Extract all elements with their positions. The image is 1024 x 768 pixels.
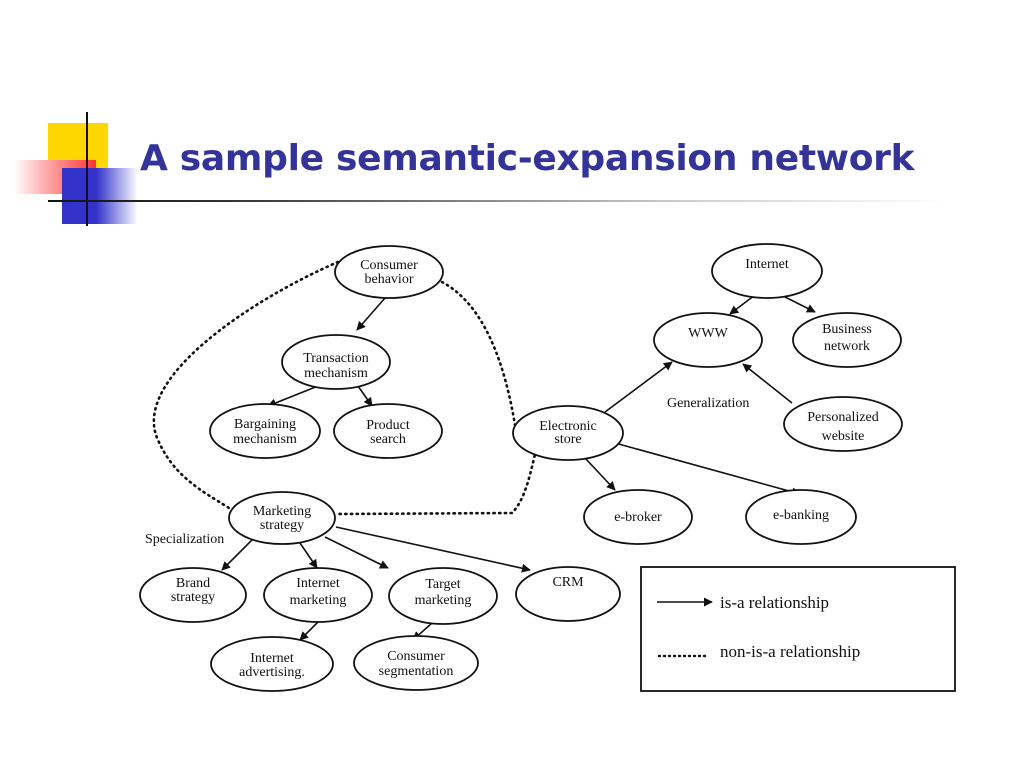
- node-label-line: Consumer: [360, 258, 418, 273]
- node-product-search: Product search: [333, 403, 443, 459]
- edge-internet-www: [729, 294, 756, 315]
- node-consumer-segmentation: Consumer segmentation: [353, 635, 479, 691]
- legend-non-is-a-text: non-is-a relationship: [720, 642, 860, 661]
- node-label-line: Internet: [745, 257, 789, 272]
- node-label-line: Target: [425, 577, 460, 592]
- node-label-line: Brand: [176, 576, 210, 591]
- node-business-network: Business network: [792, 312, 902, 368]
- node-label-line: WWW: [688, 326, 728, 341]
- edge-transaction-bargaining: [267, 385, 319, 408]
- edge-transaction-product: [357, 385, 373, 407]
- node-label-line: CRM: [552, 575, 584, 590]
- edge-internet-business: [784, 296, 816, 313]
- edge-marketing-internet-marketing: [299, 542, 318, 569]
- legend-is-a-text: is-a relationship: [720, 593, 829, 612]
- node-label-line: Marketing: [253, 504, 311, 519]
- edge-marketing-target: [324, 536, 389, 569]
- node-e-banking: e-banking: [745, 489, 857, 545]
- node-brand-strategy: Brand strategy: [139, 567, 247, 623]
- node-label-line: store: [554, 432, 581, 447]
- generalization-label: Generalization: [667, 396, 749, 411]
- node-www: WWW: [653, 312, 763, 368]
- slide-title: A sample semantic-expansion network: [140, 138, 915, 179]
- node-label-line: Electronic: [539, 419, 597, 434]
- node-label-line: Personalized: [807, 410, 879, 425]
- node-bargaining-mechanism: Bargaining mechanism: [209, 403, 321, 459]
- edge-electronic-www: [604, 361, 673, 413]
- node-internet-advertising: Internet advertising.: [210, 636, 334, 692]
- node-label-line: marketing: [290, 593, 347, 608]
- specialization-label: Specialization: [145, 532, 224, 547]
- deco-blue-block: [62, 168, 138, 224]
- node-internet: Internet: [711, 243, 823, 299]
- edge-consumer-transaction: [356, 297, 386, 331]
- node-target-marketing: Target marketing: [388, 567, 498, 625]
- node-crm: CRM: [515, 566, 621, 622]
- node-marketing-strategy: Marketing strategy: [228, 491, 336, 545]
- deco-vertical-line: [86, 112, 88, 226]
- node-label-line: e-banking: [773, 508, 829, 523]
- node-label-line: Business: [822, 322, 872, 337]
- legend: is-a relationship non-is-a relationship: [640, 566, 956, 692]
- node-label-line: strategy: [260, 518, 304, 533]
- node-e-broker: e-broker: [583, 489, 693, 545]
- node-label-line: network: [824, 339, 870, 354]
- node-label-line: Internet: [296, 576, 340, 591]
- edge-dotted-electronic-marketing: [334, 448, 538, 516]
- node-label-line: Transaction: [303, 351, 369, 366]
- node-label-line: Internet: [250, 651, 294, 666]
- edge-dotted-consumer-electronic: [440, 280, 517, 427]
- edge-dotted-consumer-marketing-left: [152, 260, 340, 512]
- node-label-line: website: [822, 429, 865, 444]
- node-internet-marketing: Internet marketing: [263, 567, 373, 623]
- node-label-line: mechanism: [233, 432, 297, 447]
- edge-electronic-ebanking: [614, 442, 801, 497]
- node-label-line: Product: [366, 418, 410, 433]
- legend-box: [640, 566, 956, 692]
- title-underline: [48, 200, 948, 202]
- node-consumer-behavior: Consumer behavior: [334, 245, 444, 299]
- node-label-line: Consumer: [387, 649, 445, 664]
- node-label-line: strategy: [171, 590, 215, 605]
- node-label-line: e-broker: [614, 510, 662, 525]
- edge-marketing-crm: [335, 526, 531, 573]
- node-label-line: advertising.: [239, 665, 305, 680]
- node-label-line: search: [370, 432, 406, 447]
- node-label-line: mechanism: [304, 366, 368, 381]
- node-label-line: Bargaining: [234, 417, 296, 432]
- node-personalized-website: Personalized website: [783, 396, 903, 452]
- edge-marketing-brand: [221, 536, 256, 571]
- node-label-line: marketing: [415, 593, 472, 608]
- node-label-line: segmentation: [379, 664, 454, 679]
- node-transaction-mechanism: Transaction mechanism: [281, 334, 391, 390]
- edge-electronic-ebroker: [584, 457, 616, 491]
- node-electronic-store: Electronic store: [512, 405, 624, 461]
- node-label-line: behavior: [365, 272, 414, 287]
- edge-personalized-www: [742, 363, 793, 404]
